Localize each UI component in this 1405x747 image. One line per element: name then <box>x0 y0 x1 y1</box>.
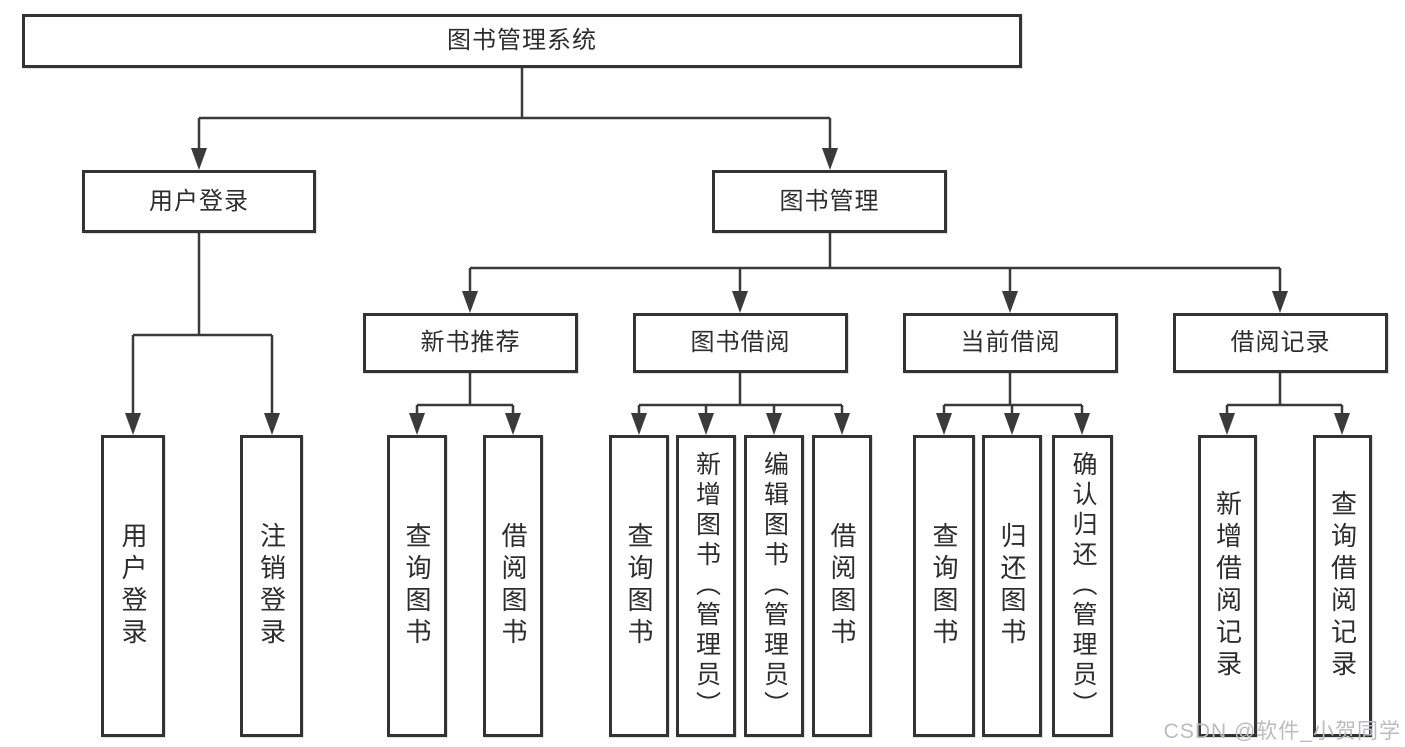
arrowheads-user-login-branch <box>125 413 280 435</box>
node-borrow-records-label: 借阅记录 <box>1230 329 1331 356</box>
node-book-management: 图书管理 <box>712 170 947 233</box>
leaf-borrow-books-1: 借阅图书 <box>483 435 543 737</box>
node-user-login: 用户登录 <box>82 170 316 233</box>
connector-borrow-records-branch <box>1225 373 1344 415</box>
arrowheads-book-borrow-branch <box>631 413 850 435</box>
leaf-query-books-1-label: 查询图书 <box>402 522 432 650</box>
leaf-query-books-1: 查询图书 <box>387 435 447 737</box>
leaf-query-borrow-record: 查询借阅记录 <box>1313 435 1372 737</box>
leaf-query-books-2-label: 查询图书 <box>624 522 654 650</box>
node-current-borrow-label: 当前借阅 <box>960 329 1061 356</box>
leaf-add-books-admin-label: 新增图书（管理员） <box>692 451 721 721</box>
arrowheads-book-management-branch <box>462 291 1288 313</box>
node-book-borrow: 图书借阅 <box>633 313 848 373</box>
leaf-add-borrow-record: 新增借阅记录 <box>1198 435 1257 737</box>
arrowheads-root-to-level2 <box>191 148 838 170</box>
leaf-query-borrow-record-label: 查询借阅记录 <box>1327 490 1358 682</box>
leaf-add-books-admin: 新增图书（管理员） <box>676 435 736 737</box>
connector-current-borrow-branch <box>942 373 1084 415</box>
arrowheads-current-borrow-branch <box>936 413 1090 435</box>
arrowheads-borrow-records-branch <box>1219 413 1350 435</box>
leaf-logout: 注销登录 <box>240 435 303 737</box>
csdn-watermark: CSDN @软件_小贺同学 <box>1163 720 1401 743</box>
connector-root-to-level2 <box>197 68 832 150</box>
leaf-confirm-return-admin-label: 确认归还（管理员） <box>1069 451 1097 721</box>
connector-new-book-recommend-branch <box>415 373 515 415</box>
leaf-add-borrow-record-label: 新增借阅记录 <box>1212 490 1243 682</box>
leaf-edit-books-admin: 编辑图书（管理员） <box>744 435 804 737</box>
leaf-logout-label: 注销登录 <box>256 522 287 650</box>
node-new-book-recommend-label: 新书推荐 <box>420 329 521 356</box>
connector-book-management-branch <box>468 233 1282 293</box>
leaf-return-books-label: 归还图书 <box>997 522 1027 650</box>
leaf-query-books-2: 查询图书 <box>609 435 669 737</box>
leaf-edit-books-admin-label: 编辑图书（管理员） <box>760 451 789 721</box>
node-user-login-label: 用户登录 <box>149 187 249 215</box>
leaf-borrow-books-1-label: 借阅图书 <box>498 522 528 650</box>
connector-book-borrow-branch <box>637 373 844 415</box>
leaf-confirm-return-admin: 确认归还（管理员） <box>1052 435 1113 737</box>
leaf-borrow-books-2: 借阅图书 <box>812 435 872 737</box>
node-root: 图书管理系统 <box>22 14 1022 68</box>
node-book-borrow-label: 图书借阅 <box>690 329 791 356</box>
leaf-user-login-label: 用户登录 <box>118 522 148 650</box>
node-root-label: 图书管理系统 <box>447 27 597 54</box>
leaf-return-books: 归还图书 <box>982 435 1042 737</box>
node-new-book-recommend: 新书推荐 <box>363 313 578 373</box>
leaf-user-login: 用户登录 <box>101 435 165 737</box>
leaf-borrow-books-2-label: 借阅图书 <box>827 522 857 650</box>
leaf-query-books-3-label: 查询图书 <box>929 522 959 650</box>
node-book-management-label: 图书管理 <box>779 187 880 215</box>
leaf-query-books-3: 查询图书 <box>913 435 975 737</box>
node-current-borrow: 当前借阅 <box>903 313 1118 373</box>
node-borrow-records: 借阅记录 <box>1173 313 1388 373</box>
connector-user-login-branch <box>131 233 274 415</box>
arrowheads-new-book-recommend-branch <box>409 413 521 435</box>
